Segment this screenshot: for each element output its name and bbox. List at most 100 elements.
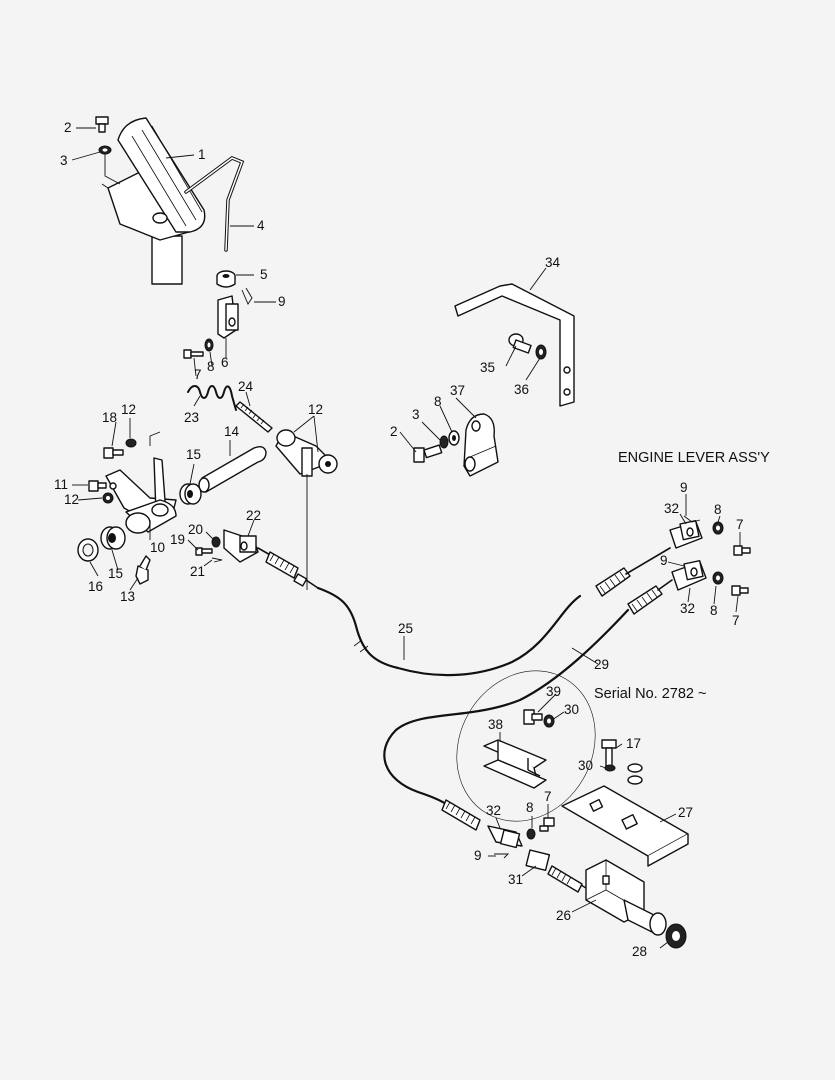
callout-9: 9 <box>278 294 286 309</box>
callout-25: 25 <box>398 621 414 636</box>
bolt-7-lower <box>539 817 555 832</box>
callout-26: 26 <box>556 908 572 923</box>
callout-36: 36 <box>514 382 530 397</box>
grease-fitting-13 <box>135 555 151 585</box>
callout-31: 31 <box>508 872 524 887</box>
callout-7c: 7 <box>736 517 744 532</box>
washer-8-lower <box>526 828 536 840</box>
assembly-caption: ENGINE LEVER ASS'Y <box>618 450 770 466</box>
washer-12-upper <box>125 438 137 448</box>
callout-3b: 3 <box>412 407 420 422</box>
callout-22: 22 <box>246 508 262 523</box>
cotter-pin-9-right <box>683 515 701 523</box>
clevis-32-upper <box>669 519 703 549</box>
bolt-7-lower-right <box>731 585 749 596</box>
clevis-6 <box>217 295 239 339</box>
callout-9d: 9 <box>660 553 668 568</box>
callout-12b: 12 <box>308 402 324 417</box>
spring-23 <box>187 385 237 411</box>
callout-7: 7 <box>194 367 202 382</box>
cotter-pin-9-lower <box>494 853 510 859</box>
bolt-18 <box>103 447 124 459</box>
bracket-37 <box>463 413 499 477</box>
callout-4: 4 <box>257 218 265 233</box>
callout-3: 3 <box>60 153 68 168</box>
bolt-17 <box>601 739 617 767</box>
callout-20: 20 <box>188 522 204 537</box>
bolt-39 <box>523 709 543 725</box>
callout-35: 35 <box>480 360 496 375</box>
callout-32b: 32 <box>680 601 696 616</box>
callout-17: 17 <box>626 736 642 751</box>
callout-38: 38 <box>488 717 504 732</box>
callout-28: 28 <box>632 944 648 959</box>
serial-caption: Serial No. 2782 ~ <box>594 686 707 702</box>
bolt-19 <box>195 547 213 556</box>
cable-29 <box>383 547 673 806</box>
callout-15a: 15 <box>186 447 202 462</box>
callout-29: 29 <box>594 657 610 672</box>
housing-26 <box>547 859 667 936</box>
bolt-35 <box>508 333 532 354</box>
callout-9c: 9 <box>680 480 688 495</box>
cable-end-lower <box>441 799 523 849</box>
leader-lines <box>71 127 741 949</box>
callout-37: 37 <box>450 383 466 398</box>
callout-30b: 30 <box>578 758 594 773</box>
callout-5: 5 <box>260 267 268 282</box>
pin-14 <box>198 445 267 493</box>
callout-9e: 9 <box>474 848 482 863</box>
bracket-38 <box>483 739 547 789</box>
washer-30-lower <box>604 764 616 772</box>
bracket-34 <box>454 283 575 407</box>
callout-12c: 12 <box>64 492 80 507</box>
cotter-pin-9-top <box>241 287 253 305</box>
callout-18: 18 <box>102 410 118 425</box>
callout-8f: 8 <box>526 800 534 815</box>
callout-11: 11 <box>54 477 69 492</box>
callout-19: 19 <box>170 532 186 547</box>
callout-32c: 32 <box>486 803 502 818</box>
bolt-2-top <box>95 116 109 133</box>
callout-8d: 8 <box>714 502 722 517</box>
washer-16 <box>77 538 99 562</box>
callout-12a: 12 <box>121 402 137 417</box>
collar-15-upper <box>179 483 202 505</box>
callout-14: 14 <box>224 424 240 439</box>
callout-32a: 32 <box>664 501 680 516</box>
callout-16: 16 <box>88 579 104 594</box>
callout-27: 27 <box>678 805 694 820</box>
callout-13: 13 <box>120 589 136 604</box>
accelerator-pedal <box>101 117 206 285</box>
cable-25 <box>257 547 582 677</box>
callout-23: 23 <box>184 410 200 425</box>
cotter-pin-21 <box>211 557 223 563</box>
callout-2: 2 <box>64 120 72 135</box>
nut-lower <box>627 763 643 785</box>
bolt-7-upper-right <box>733 545 751 556</box>
callout-10: 10 <box>150 540 166 555</box>
callout-8e: 8 <box>710 603 718 618</box>
callout-24: 24 <box>238 379 254 394</box>
callout-34: 34 <box>545 255 561 270</box>
lever-10 <box>105 431 177 534</box>
callout-1: 1 <box>198 147 206 162</box>
link-12 <box>275 429 338 590</box>
bolt-7-upper <box>183 349 204 359</box>
callout-15b: 15 <box>108 566 124 581</box>
callout-7d: 7 <box>732 613 740 628</box>
threaded-rod-24 <box>235 401 273 433</box>
callout-8b: 8 <box>434 394 442 409</box>
bolt-2-mid <box>413 444 443 463</box>
collar-15-lower <box>100 526 126 550</box>
callout-7e: 7 <box>544 789 552 804</box>
nut-5 <box>216 270 236 288</box>
connector-31 <box>525 849 551 872</box>
plate-27 <box>561 785 689 867</box>
nut-28 <box>665 923 687 949</box>
bolt-11 <box>88 480 107 492</box>
callout-30a: 30 <box>564 702 580 717</box>
callout-6: 6 <box>221 355 229 370</box>
clevis-32-lower <box>671 559 707 591</box>
